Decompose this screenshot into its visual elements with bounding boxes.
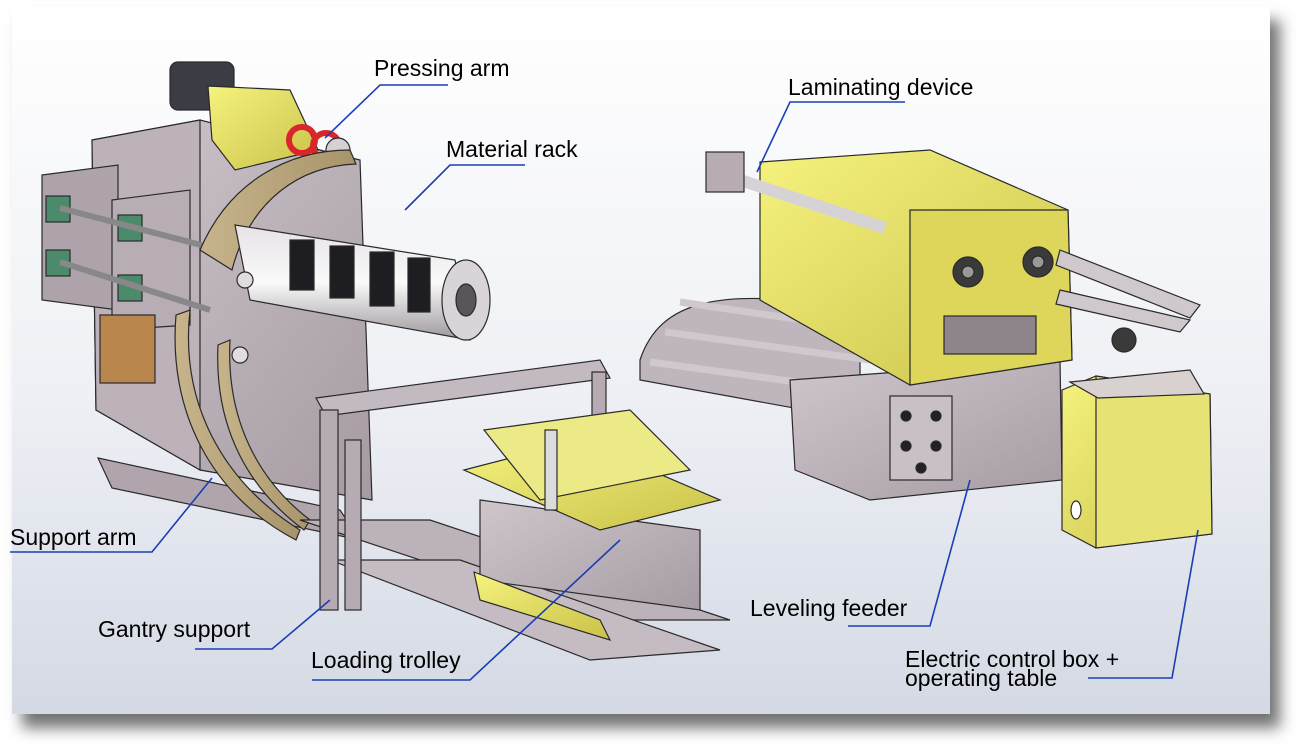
- label-control-box-line1: Electric control box +: [905, 646, 1120, 672]
- leader-gantry-support: [195, 599, 331, 650]
- label-control-box-line2: operating table: [905, 665, 1058, 691]
- leveling-feeder-machine: [639, 149, 1201, 501]
- leader-loading-trolley: [312, 539, 621, 681]
- leader-lines: [10, 84, 1199, 681]
- leader-leveling-feeder: [848, 479, 971, 627]
- label-support-arm: Support arm: [10, 524, 137, 550]
- leader-control-box: [1088, 529, 1199, 679]
- uncoiler-machine: [41, 61, 491, 541]
- leader-laminating-device: [756, 101, 905, 173]
- gantry-trolley: [299, 359, 731, 661]
- label-material-rack: Material rack: [446, 136, 578, 162]
- label-gantry-support: Gantry support: [98, 616, 251, 642]
- electric-control-box: [1061, 369, 1213, 549]
- leader-material-rack: [404, 164, 525, 211]
- label-control-box: Electric control box + operating table: [905, 646, 1120, 691]
- label-laminating-device: Laminating device: [788, 74, 974, 100]
- leader-pressing-arm: [324, 84, 448, 139]
- label-pressing-arm: Pressing arm: [374, 55, 510, 81]
- label-leveling-feeder: Leveling feeder: [750, 595, 908, 621]
- leader-support-arm: [10, 477, 213, 553]
- label-loading-trolley: Loading trolley: [311, 647, 461, 673]
